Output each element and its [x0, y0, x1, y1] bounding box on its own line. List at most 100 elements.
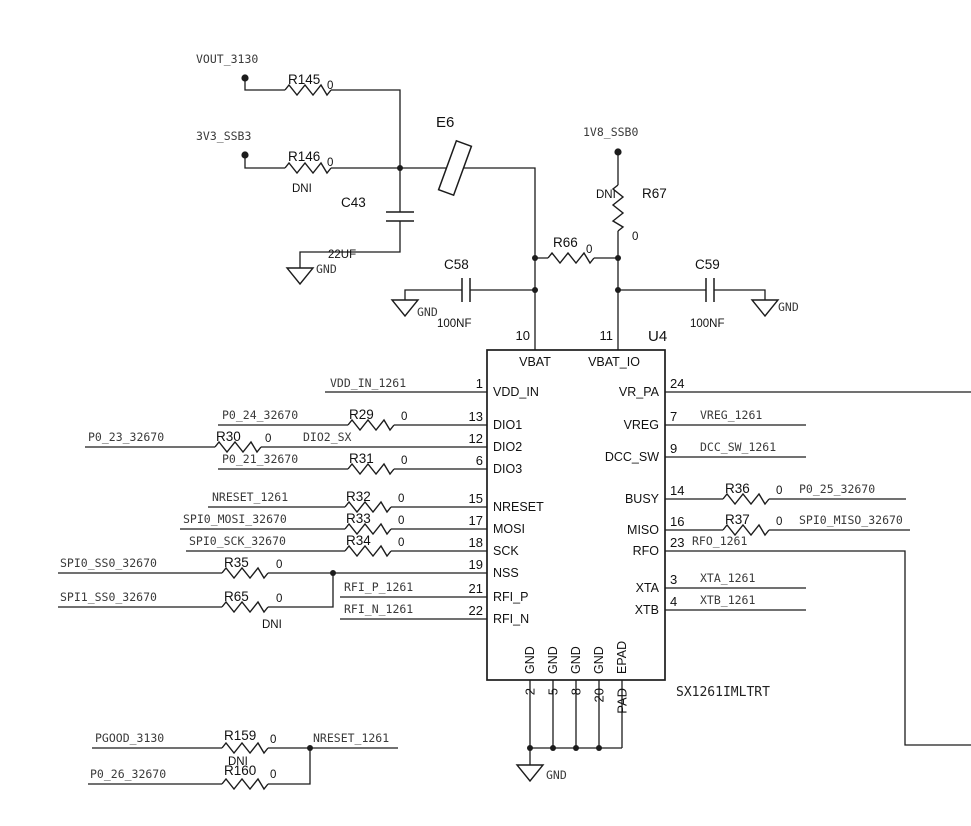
r159-value: 0 [270, 734, 276, 746]
pin-number-gnd2: 2 [523, 688, 538, 695]
r146-refdes: R146 [288, 149, 320, 164]
r35-value: 0 [276, 559, 282, 571]
pin-name-vbat: VBAT [519, 355, 551, 369]
pin-number-rfi-p: 21 [469, 581, 483, 596]
r31-value: 0 [401, 455, 407, 467]
r34-value: 0 [398, 537, 404, 549]
r29-refdes: R29 [349, 407, 374, 422]
net-label-1v8: 1V8_SSB0 [583, 125, 638, 139]
pin-number-xta: 3 [670, 572, 677, 587]
pin-number-gnd20: 20 [592, 688, 607, 702]
pin-number-epad: PAD [615, 688, 630, 714]
r37-value: 0 [776, 516, 782, 528]
net-label-pgood-3130: PGOOD_3130 [95, 731, 164, 745]
net-label-dcc-sw-1261: DCC_SW_1261 [700, 440, 776, 454]
gnd-symbol [751, 299, 779, 317]
pin-number-sck: 18 [469, 535, 483, 550]
junction-dot [573, 745, 579, 751]
ic-u4-labels: U4 SX1261IMLTRT 10 11 VBAT VBAT_IO 1 13 … [469, 328, 771, 782]
r32-refdes: R32 [346, 489, 371, 504]
capacitor-c43-symbol [386, 211, 414, 222]
r33-value: 0 [398, 515, 404, 527]
pin-number-xtb: 4 [670, 594, 677, 609]
u4-part-number: SX1261IMLTRT [676, 685, 770, 700]
pin-name-rfo: RFO [633, 544, 660, 558]
r65-refdes: R65 [224, 589, 249, 604]
gnd-label: GND [417, 305, 438, 319]
pin-number-vreg: 7 [670, 409, 677, 424]
c58-refdes: C58 [444, 257, 469, 272]
r67-value: 0 [632, 231, 638, 243]
junction-dot [330, 570, 336, 576]
net-label-rfi-p-1261: RFI_P_1261 [344, 580, 413, 594]
junction-dot [596, 745, 602, 751]
net-label-p0-24: P0_24_32670 [222, 408, 298, 422]
net-label-vdd-in-1261: VDD_IN_1261 [330, 376, 406, 390]
gnd-label: GND [778, 300, 799, 314]
r146-dni-note: DNI [292, 183, 312, 195]
net-label-p0-23: P0_23_32670 [88, 430, 164, 444]
r67-refdes: R67 [642, 186, 667, 201]
junction-dot [550, 745, 556, 751]
resistor-r160-symbol [221, 778, 269, 790]
r66-refdes: R66 [553, 235, 578, 250]
r36-value: 0 [776, 485, 782, 497]
r32-value: 0 [398, 493, 404, 505]
pin-name-dcc-sw: DCC_SW [605, 450, 659, 464]
r35-refdes: R35 [224, 555, 249, 570]
net-label-spi0-ss0: SPI0_SS0_32670 [60, 556, 157, 570]
e6-refdes: E6 [436, 114, 454, 131]
pin-number-nreset: 15 [469, 491, 483, 506]
junction-dot [397, 165, 403, 171]
pin-number-vdd-in: 1 [476, 376, 483, 391]
r145-refdes: R145 [288, 72, 320, 87]
net-label-nreset-1261-bottom: NRESET_1261 [313, 731, 389, 745]
pin-number-dcc-sw: 9 [670, 441, 677, 456]
r159-dni-note: DNI [228, 756, 248, 768]
left-signal-labels: VDD_IN_1261 P0_24_32670 R29 0 P0_23_3267… [60, 376, 413, 631]
resistor-r159-symbol [221, 742, 269, 754]
junction-dot [527, 745, 533, 751]
junction-dot [307, 745, 313, 751]
net-label-xta-1261: XTA_1261 [700, 571, 755, 585]
wire-right-section [665, 391, 971, 746]
pin-name-gnd5: GND [546, 646, 560, 674]
component-symbols [214, 84, 779, 790]
r65-value: 0 [276, 593, 282, 605]
net-label-vreg-1261: VREG_1261 [700, 408, 762, 422]
c59-refdes: C59 [695, 257, 720, 272]
pin-name-gnd8: GND [569, 646, 583, 674]
resistor-r146-symbol [284, 162, 332, 174]
pin-number-vbat-io: 11 [600, 328, 614, 343]
pin-name-busy: BUSY [625, 492, 660, 506]
r37-refdes: R37 [725, 512, 750, 527]
c59-value: 100NF [690, 318, 725, 330]
pin-name-vr-pa: VR_PA [619, 385, 660, 399]
pin-name-xta: XTA [636, 581, 660, 595]
r145-value: 0 [327, 80, 333, 92]
pin-number-gnd5: 5 [546, 688, 561, 695]
junction-dot [615, 287, 621, 293]
net-label-spi0-sck: SPI0_SCK_32670 [189, 534, 286, 548]
pin-number-mosi: 17 [469, 513, 483, 528]
pin-name-dio1: DIO1 [493, 418, 522, 432]
r36-refdes: R36 [725, 481, 750, 496]
r34-refdes: R34 [346, 533, 371, 548]
pin-name-sck: SCK [493, 544, 519, 558]
net-dot [614, 148, 622, 156]
net-label-dio2-sx: DIO2_SX [303, 430, 352, 444]
junction-dot [615, 255, 621, 261]
pin-name-vbat-io: VBAT_IO [588, 355, 640, 369]
pin-number-miso: 16 [670, 514, 684, 529]
r31-refdes: R31 [349, 451, 374, 466]
gnd-label: GND [316, 262, 337, 276]
net-label-spi0-miso: SPI0_MISO_32670 [799, 513, 903, 527]
pin-name-dio3: DIO3 [493, 462, 522, 476]
pin-number-busy: 14 [670, 483, 684, 498]
net-label-rfi-n-1261: RFI_N_1261 [344, 602, 413, 616]
pin-number-vbat: 10 [516, 328, 530, 343]
c43-value: 22UF [328, 249, 356, 261]
pin-name-rfi-p: RFI_P [493, 590, 528, 604]
pin-name-nreset: NRESET [493, 500, 544, 514]
